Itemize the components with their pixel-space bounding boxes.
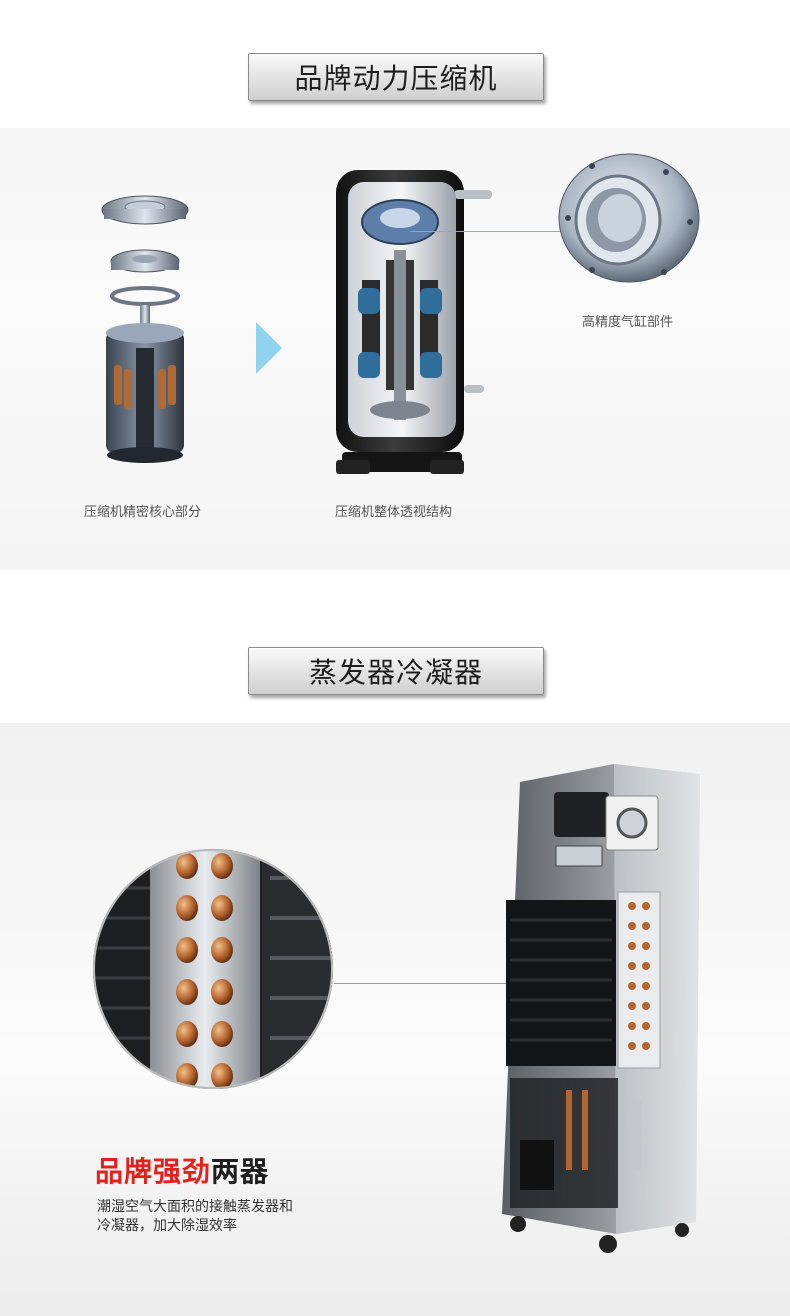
pointer-line [410,231,562,232]
arrow-right-icon [256,322,282,374]
compressor-cutaway-image [336,170,492,474]
description: 潮湿空气大面积的接触蒸发器和 冷凝器，加大除湿效率 [97,1198,337,1236]
section-title-compressor: 品牌动力压缩机 [248,53,544,101]
dehumidifier-unit-image [502,764,700,1253]
caption-structure: 压缩机整体透视结构 [335,505,453,520]
description-line-2: 冷凝器，加大除湿效率 [97,1218,237,1234]
caption-core: 压缩机精密核心部分 [84,505,202,520]
headline-red: 品牌强劲 [95,1155,212,1188]
coil-pointer-line [334,983,566,984]
section-title-evaporator: 蒸发器冷凝器 [248,647,544,695]
headline: 品牌强劲两器 [95,1150,269,1190]
compressor-core-image [101,195,189,463]
coil-closeup-image [93,849,333,1089]
caption-cylinder: 高精度气缸部件 [582,315,674,330]
headline-dark: 两器 [211,1155,270,1188]
cylinder-part-image [558,153,700,283]
description-line-1: 潮湿空气大面积的接触蒸发器和 [97,1199,293,1215]
